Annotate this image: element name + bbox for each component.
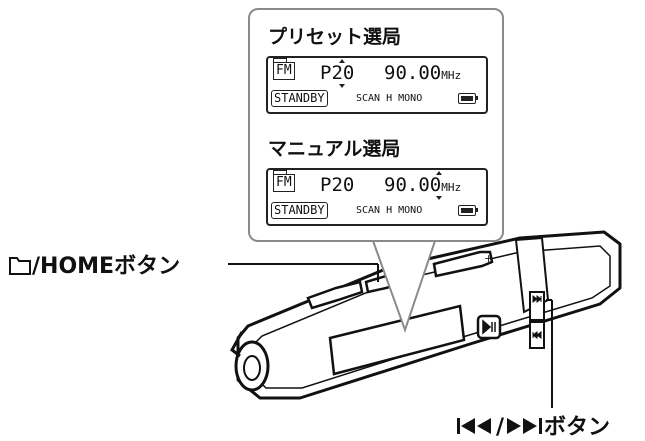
manual-tuning-title: マニュアル選局 xyxy=(268,138,401,160)
scan-mode-indicators: SCAN H MONO xyxy=(356,93,423,104)
fm-band-indicator: FM xyxy=(273,62,295,80)
preset-number: P20 xyxy=(320,62,355,84)
battery-tip xyxy=(476,96,478,100)
battery-icon xyxy=(458,205,476,216)
frequency-up-arrow-icon xyxy=(436,171,442,175)
frequency-down-arrow-icon xyxy=(436,196,442,200)
volume-plus-mark: + xyxy=(484,252,493,265)
skip-buttons-label: / ボタン xyxy=(456,409,610,441)
play-pause-icon xyxy=(482,319,496,335)
fm-band-indicator: FM xyxy=(273,174,295,192)
fm-tab-mark xyxy=(273,58,287,63)
scan-mode-indicators: SCAN H MONO xyxy=(356,205,423,216)
volume-button xyxy=(432,250,494,278)
device-jack xyxy=(243,355,261,381)
lcd-manual-display: FM P20 90.00MHz STANDBY SCAN H MONO xyxy=(266,168,488,226)
lcd-preset-display: FM P20 90.00MHz STANDBY SCAN H MONO xyxy=(266,56,488,114)
battery-icon xyxy=(458,93,476,104)
display-window xyxy=(328,304,466,376)
callout-pointer xyxy=(371,237,437,334)
slash-separator: / xyxy=(496,415,505,440)
preset-tuning-title: プリセット選局 xyxy=(268,26,402,48)
frequency-value: 90.00 xyxy=(384,62,442,84)
frequency-unit: MHz xyxy=(441,69,462,82)
preset-down-arrow-icon xyxy=(339,84,345,88)
standby-indicator: STANDBY xyxy=(271,90,328,107)
strap-loop xyxy=(230,331,244,358)
previous-track-icon xyxy=(457,418,491,434)
hold-button xyxy=(306,280,364,310)
lcd-callout-panel: プリセット選局 FM P20 90.00MHz STANDBY SCAN H M… xyxy=(248,8,504,242)
frequency-unit: MHz xyxy=(441,181,462,194)
frequency-readout: 90.00MHz xyxy=(384,174,461,199)
standby-indicator: STANDBY xyxy=(271,202,328,219)
skip-buttons-label-text: ボタン xyxy=(544,415,611,440)
preset-number: P20 xyxy=(320,174,355,196)
home-button-label: /HOMEボタン xyxy=(8,248,180,280)
folder-icon xyxy=(9,257,31,275)
next-track-icon xyxy=(532,295,542,303)
next-track-icon xyxy=(507,418,543,434)
frequency-readout: 90.00MHz xyxy=(384,62,461,87)
preset-up-arrow-icon xyxy=(339,59,345,63)
fm-tab-mark xyxy=(273,170,287,175)
frequency-value: 90.00 xyxy=(384,174,442,196)
home-button-label-text: /HOMEボタン xyxy=(32,254,181,279)
battery-tip xyxy=(476,208,478,212)
previous-track-icon xyxy=(532,331,542,339)
